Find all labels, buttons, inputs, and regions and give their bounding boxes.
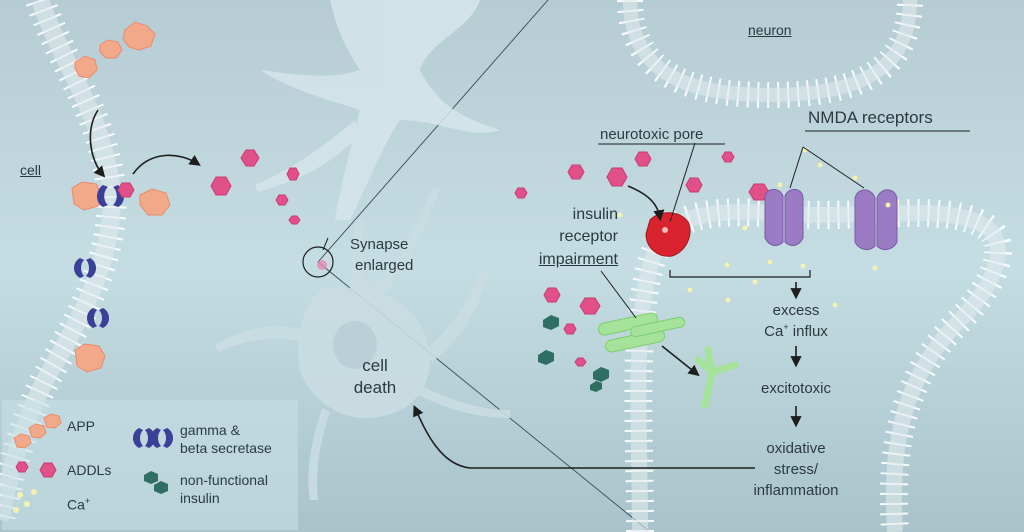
cell-label: cell [20, 162, 42, 178]
legend-ca-label: Ca+ [67, 496, 90, 513]
excess-ca-sup: + [783, 322, 789, 332]
legend-app-label: APP [67, 418, 96, 434]
legend-ca-text: Ca [67, 496, 85, 513]
legend-addl-icon [15, 461, 57, 478]
legend-addls-label: ADDLs [67, 462, 112, 478]
legend-insulin-icon [144, 471, 168, 494]
excess-ca: Ca [764, 323, 784, 340]
addl-hexagons [117, 149, 770, 367]
app-cluster-bottom [74, 343, 106, 373]
upper-neuron [255, 0, 500, 220]
app-cluster-top [74, 21, 156, 79]
oxidative-label-2: stress/ [773, 461, 819, 478]
synapse-label-1: Synapse [350, 236, 409, 253]
insulin-molecules [538, 315, 609, 392]
lower-neuron [215, 188, 510, 500]
neurotoxic-pore [645, 212, 691, 257]
legend: APP ADDLs Ca+ gamma & beta secretase non… [2, 400, 298, 530]
insulin-label-2: receptor [559, 228, 618, 245]
legend-app-icon [13, 413, 62, 449]
excess-label-1: excess [772, 302, 820, 319]
insulin-receptor [598, 312, 685, 353]
synapse-label-2: enlarged [355, 257, 414, 274]
excitotoxic-label: excitotoxic [760, 380, 832, 397]
excess-influx: influx [788, 323, 828, 340]
legend-secretase-icon [133, 428, 173, 448]
secretase-lower-2 [87, 308, 109, 328]
nmda-receptor-1 [764, 189, 804, 246]
legend-ca-icon [13, 489, 37, 513]
synapse-circle [302, 246, 334, 278]
legend-secretase-label-1: gamma & [180, 422, 240, 438]
insulin-label-1: insulin [572, 206, 618, 223]
legend-insulin-label-2: insulin [180, 490, 220, 506]
excess-label-2: Ca+ influx [746, 322, 846, 340]
neuron-label: neuron [748, 22, 792, 38]
legend-ca-sup: + [84, 496, 91, 506]
calcium-ions [617, 147, 891, 308]
zoom-line-top [317, 0, 549, 263]
legend-secretase-label-2: beta secretase [180, 440, 272, 456]
oxidative-label-3: inflammation [753, 482, 839, 499]
cell-death-label-2: death [353, 378, 397, 397]
nmda-receptor-2 [854, 189, 898, 250]
legend-insulin-label-1: non-functional [180, 472, 268, 488]
label-lines [322, 142, 865, 319]
cell-death-label-1: cell [362, 356, 388, 375]
insulin-label-3: impairment [538, 251, 618, 268]
free-insulin-receptor [694, 346, 739, 409]
secretase-lower-1 [74, 258, 96, 278]
pore-label: neurotoxic pore [600, 126, 704, 143]
neuron-membrane-top [617, 0, 923, 109]
arrows [89, 109, 802, 469]
nmda-label: NMDA receptors [808, 108, 933, 127]
receptor-bracket [669, 270, 811, 278]
nucleus [333, 321, 377, 369]
legend-swatches [13, 413, 173, 513]
oxidative-label-1: oxidative [766, 440, 826, 457]
